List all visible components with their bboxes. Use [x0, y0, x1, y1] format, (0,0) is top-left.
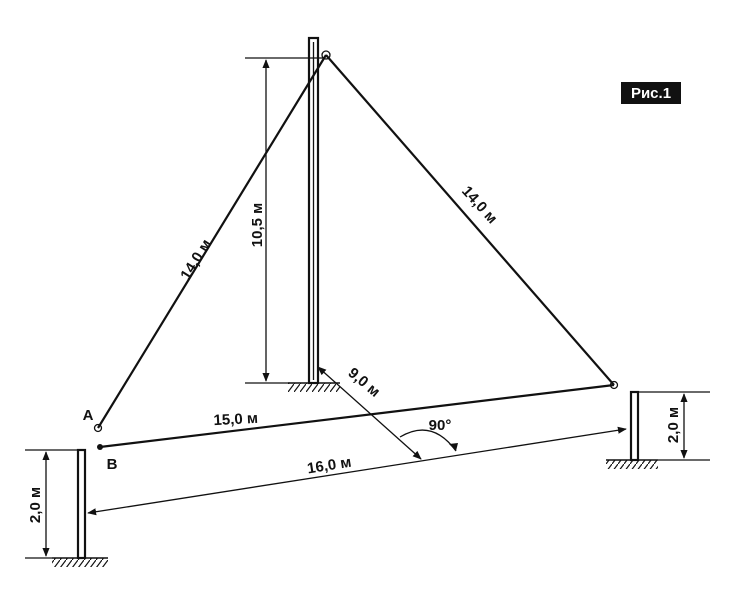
antenna-wire-length-label: 15,0 м [213, 410, 258, 429]
point-a-label: A [83, 407, 94, 424]
figure-label-badge: Рис.1 [621, 82, 681, 104]
perpendicular-dimension [317, 366, 422, 460]
point-b-marker [97, 444, 103, 450]
base-span-length-label: 16,0 м [306, 454, 353, 478]
left-post-height-label: 2,0 м [27, 487, 44, 523]
antenna-wire [99, 383, 615, 449]
right-angle-label: 90° [429, 417, 452, 434]
figure-label: Рис.1 [631, 85, 671, 102]
mast-top-pulley [321, 50, 331, 60]
left-post [52, 448, 108, 567]
mast-height-label: 10,5 м [249, 203, 266, 247]
right-guy-wire [325, 54, 615, 386]
left-guy-wire [97, 54, 327, 429]
left-guy-length-label: 14,0 м [177, 236, 215, 283]
central-mast-ground [288, 382, 340, 392]
point-b-label: B [107, 456, 118, 473]
right-post-height-label: 2,0 м [665, 407, 682, 443]
base-span-dimension [87, 426, 627, 516]
right-guy-length-label: 14,0 м [458, 183, 500, 227]
central-mast [307, 36, 331, 385]
